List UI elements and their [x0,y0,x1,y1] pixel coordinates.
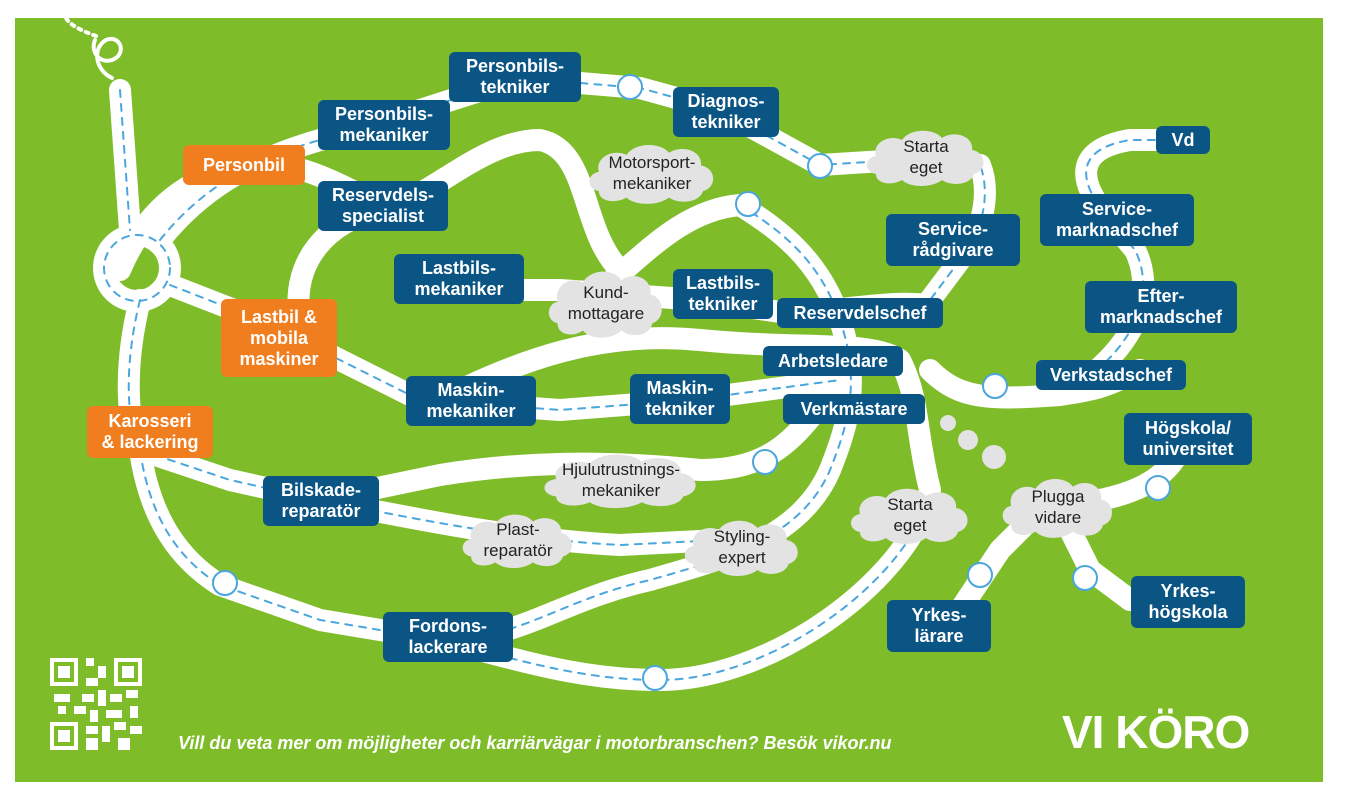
node-verkmastare: Verkmästare [783,394,925,424]
cloud-plugga-vidare-label: Plugga vidare [1031,487,1085,527]
node-lastbil-mobila-maskiner: Lastbil & mobila maskiner [221,299,337,377]
cloud-starta-eget-bottom: Starta eget [846,484,974,546]
cloud-stylingexpert: Styling- expert [680,516,804,578]
node-maskinmekaniker: Maskin- mekaniker [406,376,536,426]
node-reservdelsspecialist: Reservdels- specialist [318,181,448,231]
qr-code-icon[interactable] [50,658,142,750]
cloud-kundmottagare-label: Kund- mottagare [567,283,645,323]
node-verkstadschef: Verkstadschef [1036,360,1186,390]
cloud-starta-eget-top: Starta eget [862,126,990,188]
thinking-dots [940,415,1006,469]
vi-kor-logo[interactable]: VI KÖRO [1062,705,1250,759]
node-eftermarknadschef: Efter- marknadschef [1085,281,1237,333]
start-loop-icon [64,16,123,80]
logo-text: VI KÖR [1062,706,1215,758]
cloud-plastreparator: Plast- reparatör [458,510,578,570]
node-personbilstekniker: Personbils- tekniker [449,52,581,102]
cloud-plastreparator-label: Plast- reparatör [483,520,553,560]
node-servicemarknadschef: Service- marknadschef [1040,194,1194,246]
loop-markers [212,74,1171,691]
node-servicaradgivare: Service- rådgivare [886,214,1020,266]
node-arbetsledare: Arbetsledare [763,346,903,376]
node-yrkeslarare: Yrkes- lärare [887,600,991,652]
node-bilskadereparator: Bilskade- reparatör [263,476,379,526]
cloud-hjulutrustningsmekaniker: Hjulutrustnings- mekaniker [538,450,704,510]
node-fordonslackerare: Fordons- lackerare [383,612,513,662]
node-diagnostekniker: Diagnos- tekniker [673,87,779,137]
node-personbil: Personbil [183,145,305,185]
footer-cta-text: Vill du veta mer om möjligheter och karr… [178,733,892,753]
node-lastbilsmekaniker: Lastbils- mekaniker [394,254,524,304]
node-personbilsmekaniker: Personbils- mekaniker [318,100,450,150]
cloud-stylingexpert-label: Styling- expert [713,527,771,567]
cloud-hjulutrustningsmekaniker-label: Hjulutrustnings- mekaniker [561,460,681,500]
cloud-starta-eget-bottom-label: Starta eget [887,495,933,535]
node-yrkeshogskola: Yrkes- högskola [1131,576,1245,628]
node-karosseri-lackering: Karosseri & lackering [87,406,213,458]
cloud-plugga-vidare: Plugga vidare [998,474,1118,540]
node-maskintekniker: Maskin- tekniker [630,374,730,424]
node-lastbilstekniker: Lastbils- tekniker [673,269,773,319]
node-hogskola-universitet: Högskola/ universitet [1124,413,1252,465]
cloud-motorsportmekaniker: Motorsport- mekaniker [584,140,720,206]
cloud-motorsportmekaniker-label: Motorsport- mekaniker [608,153,696,193]
node-vd: Vd [1156,126,1210,154]
logo-mark: O [1214,706,1250,758]
node-reservdelschef: Reservdelschef [777,298,943,328]
cloud-starta-eget-top-label: Starta eget [903,137,949,177]
cloud-kundmottagare: Kund- mottagare [544,266,668,340]
